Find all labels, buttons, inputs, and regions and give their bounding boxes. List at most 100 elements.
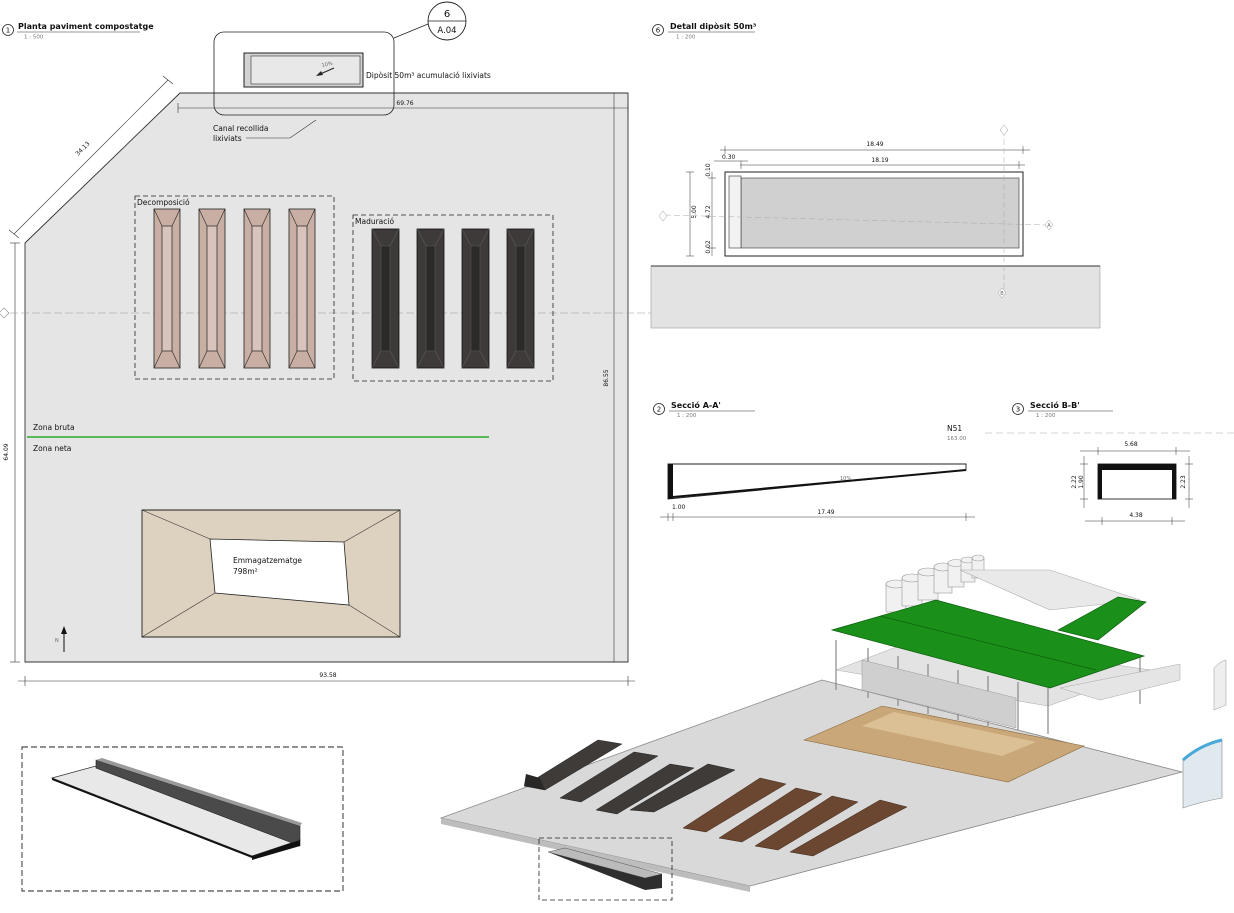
section-marker-left xyxy=(0,307,10,319)
section-aa-wall xyxy=(668,464,673,499)
model-tank-frame xyxy=(538,837,673,901)
detail-marker-a-label: A xyxy=(1047,223,1051,229)
dim-bb-right: 2.23 xyxy=(1180,475,1187,489)
model-windrows-dark xyxy=(523,739,736,815)
north-arrow-label: N xyxy=(55,638,59,644)
channel-edge xyxy=(52,778,252,858)
channel-detail xyxy=(21,746,344,892)
section-aa-title: Secció A-A' xyxy=(671,400,721,410)
detail-view-number-circle xyxy=(652,24,664,36)
detail-marker-a-left xyxy=(658,210,668,222)
model-storage-heap-top xyxy=(862,712,1036,756)
dim-detail-h-inner: 4.72 xyxy=(705,205,712,219)
channel-label-line1: Canal recollida xyxy=(213,124,269,133)
section-aa-number: 2 xyxy=(657,406,661,414)
level-name: N51 xyxy=(947,424,962,433)
callout-sheet: A.04 xyxy=(437,26,456,36)
maturation-zone-label: Maduració xyxy=(355,217,394,226)
ground-section xyxy=(650,265,1101,329)
tank-section-wall xyxy=(728,175,742,249)
detail-view-number: 6 xyxy=(656,27,661,35)
windrow-maturation-3 xyxy=(461,228,490,369)
dim-plan-right: 86.55 xyxy=(603,369,610,386)
section-aa-scale: 1 : 200 xyxy=(677,413,697,419)
section-bb-left-wall xyxy=(1098,464,1102,499)
tank-plan-inner xyxy=(250,55,361,85)
tank-label: Dipòsit 50m³ acumulació lixiviats xyxy=(366,71,491,80)
section-aa-dimensions xyxy=(660,513,975,521)
section-aa-view: 2 Secció A-A' 1 : 200 N51 163.00 10% 1.0… xyxy=(653,400,1234,521)
channel-label-line2: lixiviats xyxy=(213,134,242,143)
storage-top-surface xyxy=(209,538,350,606)
dim-detail-h-bottom: 0.02 xyxy=(705,240,712,254)
dim-plan-bottom: 93.58 xyxy=(319,672,336,679)
maturation-windrows xyxy=(371,228,535,369)
dim-detail-inner: 18.19 xyxy=(871,157,888,164)
dim-detail-outer: 18.49 xyxy=(866,141,883,148)
storage-label: Emmagatzematge xyxy=(233,556,302,565)
section-bb-dimensions xyxy=(1080,447,1193,525)
detail-view-scale: 1 : 200 xyxy=(676,35,696,41)
channel-leader xyxy=(246,119,317,139)
windrow-decomposition-3 xyxy=(243,208,271,369)
dim-bb-left-2: 1.90 xyxy=(1078,475,1085,489)
storage-area xyxy=(141,509,401,638)
tank-callout-cloud xyxy=(213,31,395,116)
plan-view-number-circle xyxy=(2,24,14,36)
model-roof-ridge xyxy=(879,615,1097,671)
dim-aa-wall: 1.00 xyxy=(672,504,686,511)
channel-detail-frame xyxy=(21,746,344,892)
detail-marker-b-top xyxy=(999,124,1009,136)
tank-slope-arrowhead xyxy=(316,71,323,76)
plan-view-title: Planta paviment compostatge xyxy=(18,22,154,31)
dim-detail-wall: 0.30 xyxy=(722,154,736,161)
section-bb-top xyxy=(1098,464,1176,470)
section-bb-right-wall xyxy=(1172,464,1176,499)
channel-wall-top xyxy=(96,758,302,826)
channel-end xyxy=(252,840,300,860)
windrow-maturation-4 xyxy=(506,228,535,369)
dim-detail-h-total: 5.00 xyxy=(691,205,698,219)
dim-plan-diagonal: 34.13 xyxy=(74,140,91,157)
storage-area-value: 798m² xyxy=(233,567,258,576)
dim-bb-bottom: 4.38 xyxy=(1129,512,1143,519)
dim-plan-top: 69.76 xyxy=(396,100,413,107)
windrow-decomposition-1 xyxy=(153,208,181,369)
model-roof-wing xyxy=(1057,596,1147,641)
north-arrow-head xyxy=(61,626,67,634)
dim-aa-length: 17.49 xyxy=(817,509,834,516)
dim-plan-left: 64.09 xyxy=(3,443,10,460)
model-tank-top xyxy=(547,847,663,879)
model-rear-roof xyxy=(959,569,1141,611)
detail-marker-a-right xyxy=(1044,219,1054,231)
axonometric-model xyxy=(439,554,1227,901)
section-aa-slope: 10% xyxy=(840,476,851,482)
model-annex xyxy=(1059,663,1181,701)
level-value: 163.00 xyxy=(947,436,967,442)
tank-section-inner xyxy=(740,177,1020,249)
windrow-decomposition-2 xyxy=(198,208,226,369)
detail-view: 6 Detall dipòsit 50m³ 1 : 200 18.49 18.1… xyxy=(650,21,1101,329)
section-bb-view: 3 Secció B-B' 1 : 200 5.68 4.38 2.22 1.9… xyxy=(1012,400,1193,525)
windrow-maturation-2 xyxy=(416,228,445,369)
detail-marker-b-bottom xyxy=(997,287,1007,299)
detail-marker-b-label: B xyxy=(1000,291,1004,297)
section-aa-slab xyxy=(672,469,967,498)
section-aa-number-circle xyxy=(653,403,665,415)
plan-view-scale: 1 : 500 xyxy=(24,35,44,41)
dim-bb-left-1: 2.22 xyxy=(1071,475,1078,489)
model-building-enclosure xyxy=(861,659,1017,729)
dim-detail-h-top: 0.10 xyxy=(705,163,712,177)
section-bb-title: Secció B-B' xyxy=(1030,400,1080,410)
decomposition-zone-label: Decomposició xyxy=(137,198,190,207)
section-bb-number: 3 xyxy=(1016,406,1020,414)
zone-dirty-label: Zona bruta xyxy=(33,423,75,432)
model-round-tank xyxy=(1182,659,1227,809)
model-windrows-brown xyxy=(682,777,908,857)
section-bb-scale: 1 : 200 xyxy=(1036,413,1056,419)
model-roof-main xyxy=(830,599,1146,689)
windrow-maturation-1 xyxy=(371,228,400,369)
detail-dimensions xyxy=(686,146,1030,257)
section-bb-number-circle xyxy=(1012,403,1024,415)
